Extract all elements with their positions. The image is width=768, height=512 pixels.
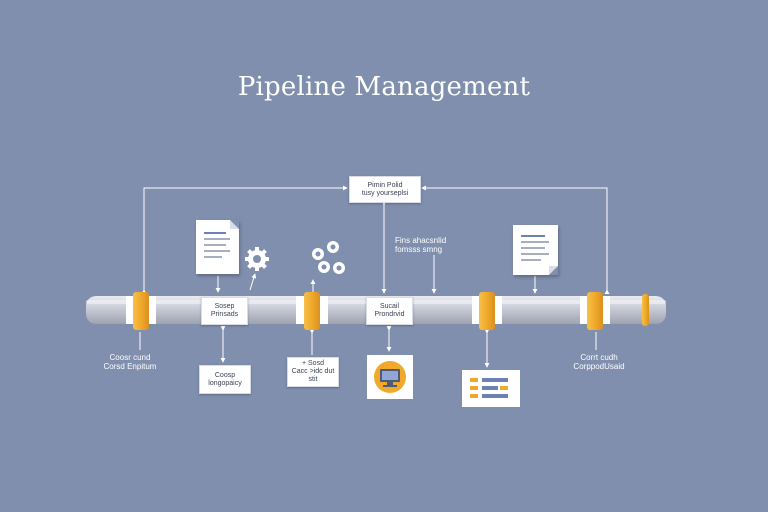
right-end-label: Corrt cudh CorppodUsaid [573, 353, 625, 371]
valve-end [642, 294, 649, 326]
left-end-label: Coosr cund Corsd Enpitum [103, 353, 157, 371]
page-title: Pipeline Management [237, 72, 531, 102]
monitor-icon [367, 355, 413, 399]
top-process-box: Pimin Polid tusy yourseplsi [349, 176, 421, 203]
stage-box-2: Sucail Prondrvid [366, 297, 413, 325]
document-icon [196, 220, 239, 274]
gear-icon [245, 247, 269, 271]
stage-box-1: Sosep Prinsads [201, 297, 248, 325]
top-right-note: Fins ahacsnlid fomsss smng [395, 236, 447, 254]
valve-3 [472, 292, 502, 330]
list-panel-icon [462, 370, 520, 407]
below-box-1: Coosp longopaicy [199, 365, 251, 394]
valve-1 [126, 292, 156, 330]
feedback-connector-right [421, 185, 610, 295]
below-box-2: + Sosd Cacc >idc dut stit [287, 357, 339, 387]
gears-cluster-icon [312, 241, 345, 274]
document-icon [513, 225, 558, 275]
connector-gear [249, 273, 257, 291]
valve-2 [296, 292, 328, 330]
feedback-connector-left [141, 185, 348, 295]
valve-4 [580, 292, 610, 330]
